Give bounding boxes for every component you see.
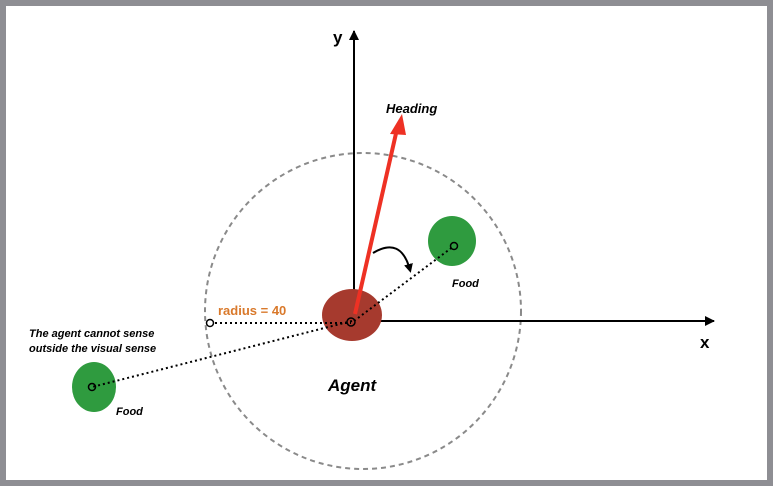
heading-label: Heading	[386, 101, 437, 116]
food-outside-center-marker	[87, 382, 97, 392]
y-axis-label: y	[333, 28, 343, 47]
visual-sense-circle	[204, 152, 522, 470]
sense-line-inside-food	[353, 245, 455, 322]
food-inside-center-marker	[449, 241, 459, 251]
x-axis-label: x	[700, 333, 710, 352]
radius-endpoint-marker	[205, 318, 215, 328]
food-inside-range	[428, 216, 476, 266]
agent-sensing-diagram: y x Heading Food radius = 40 Food The ag…	[29, 28, 715, 470]
heading-arrowhead	[390, 114, 406, 135]
agent-label: Agent	[327, 376, 378, 395]
food-inside-label: Food	[452, 278, 479, 290]
note-line-2: outside the visual sense	[29, 343, 156, 355]
agent-body	[322, 289, 382, 341]
note-line-1: The agent cannot sense	[29, 328, 154, 340]
heading-arrow	[353, 128, 399, 315]
food-outside-label: Food	[116, 406, 143, 418]
turn-direction-arrow	[372, 246, 413, 273]
radius-label: radius = 40	[218, 303, 286, 318]
agent-center-marker	[346, 317, 356, 327]
